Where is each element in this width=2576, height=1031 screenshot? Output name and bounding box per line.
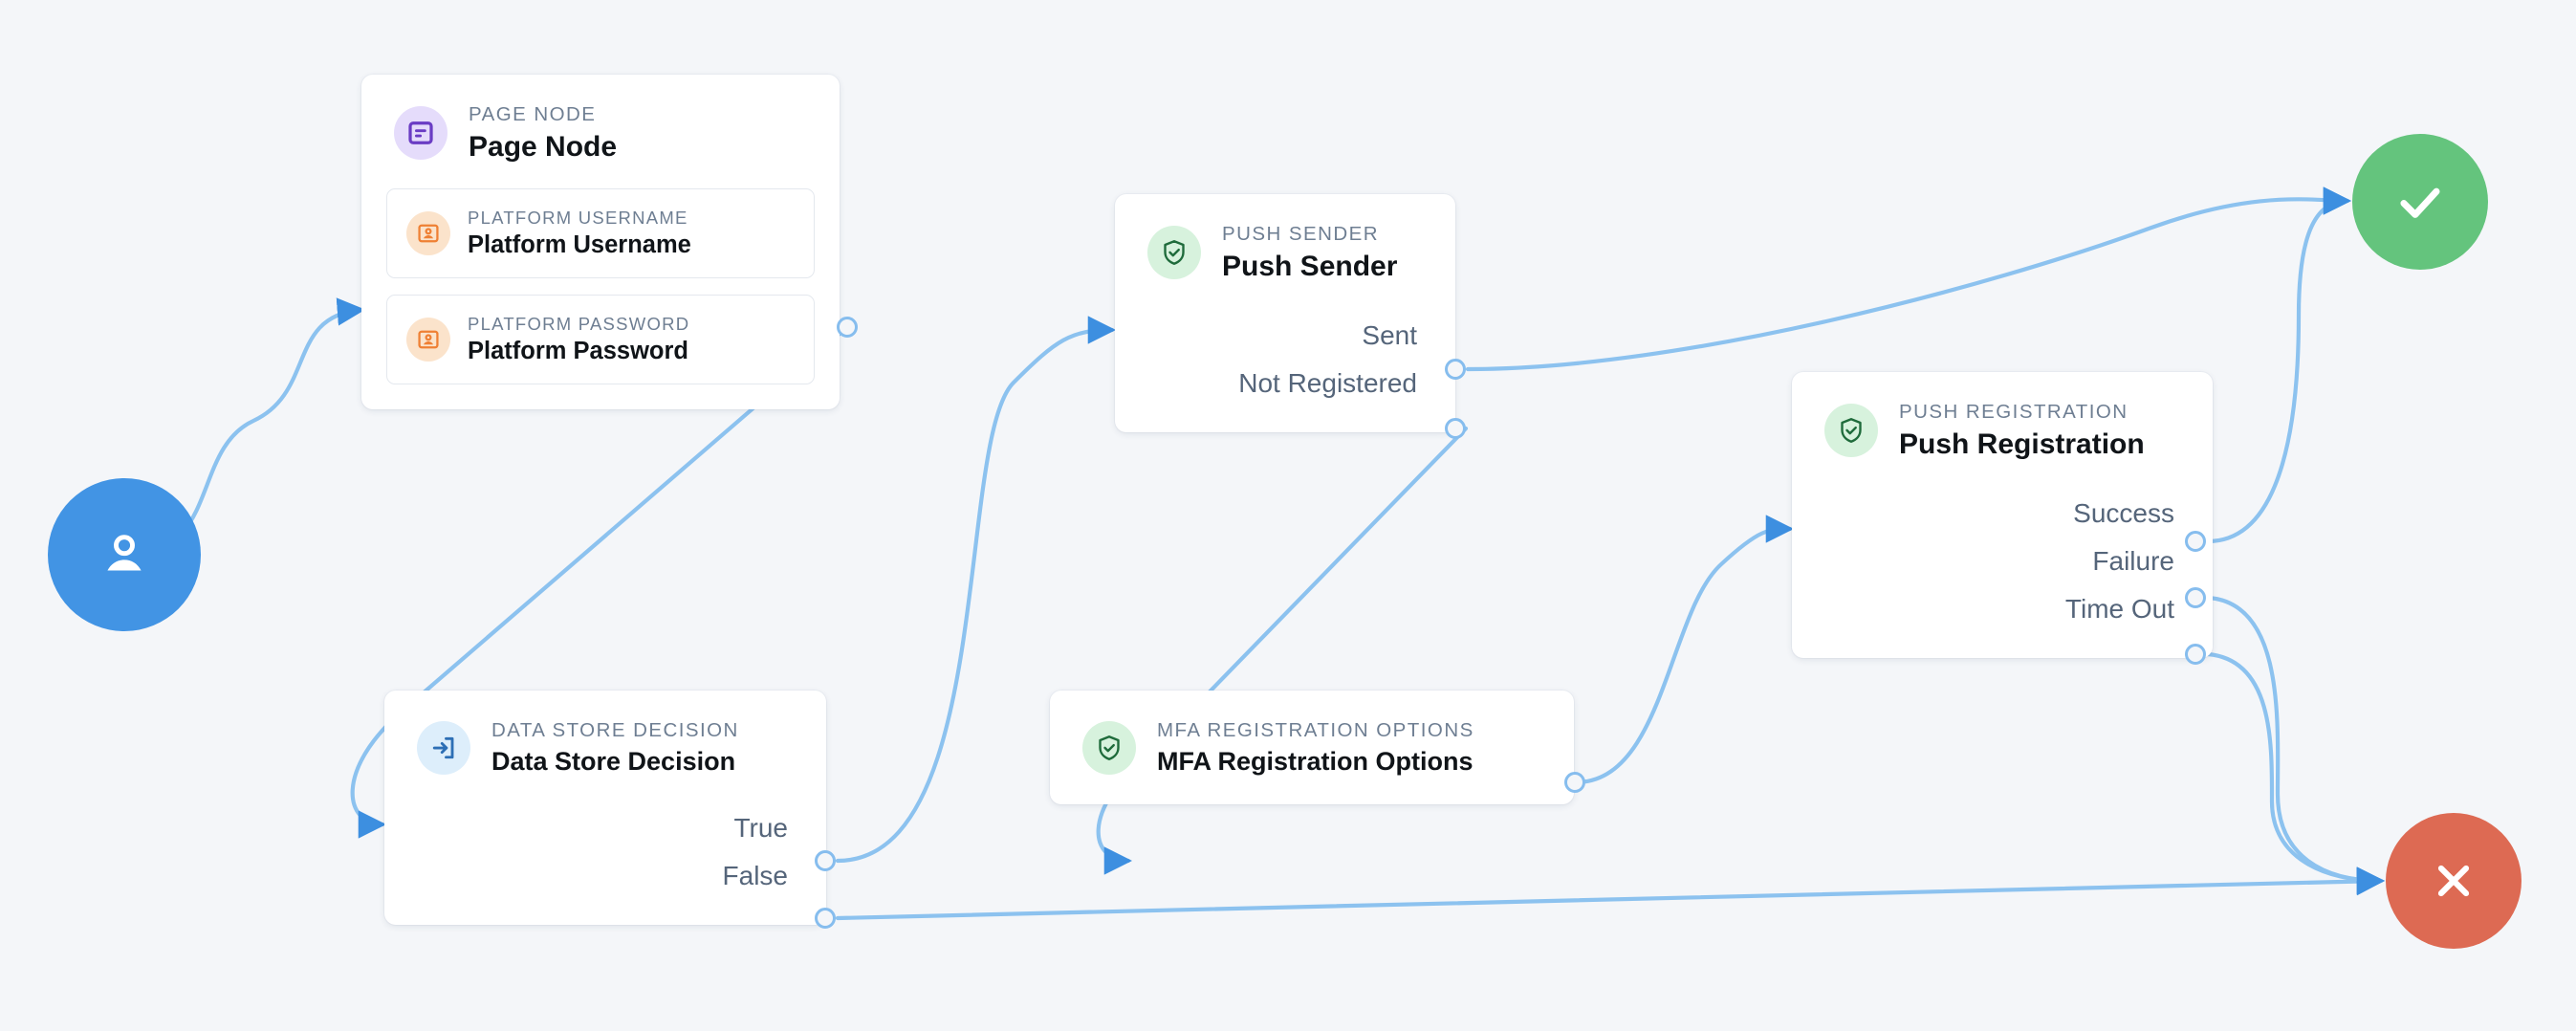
success-node[interactable] (2352, 134, 2488, 270)
output-time-out[interactable]: Time Out (2064, 593, 2174, 624)
push-registration-badge (1824, 404, 1878, 458)
node-data-store-decision[interactable]: DATA STORE DECISION Data Store Decision … (384, 691, 826, 926)
output-not-registered[interactable]: Not Registered (1238, 367, 1417, 398)
login-arrow-icon (432, 736, 454, 758)
page-node-fields: PLATFORM USERNAME Platform Username PLAT… (361, 187, 840, 409)
push-sender-outputs: Sent Not Registered (1115, 312, 1455, 432)
port-push-registration-time-out[interactable] (2185, 644, 2206, 665)
port-push-registration-failure[interactable] (2185, 587, 2206, 608)
output-sent[interactable]: Sent (1362, 319, 1417, 350)
page-node-badge (394, 106, 448, 161)
shield-check-icon (1164, 240, 1185, 266)
edge-timeout-to-failure-terminal (2205, 651, 2386, 895)
start-node[interactable] (48, 478, 201, 631)
port-page-node-username-output[interactable] (837, 317, 858, 338)
edge-false-to-failure (835, 866, 2386, 921)
data-store-decision-kicker: DATA STORE DECISION (491, 719, 739, 741)
node-mfa-registration-options[interactable]: MFA REGISTRATION OPTIONS MFA Registratio… (1050, 691, 1574, 805)
data-store-decision-title: Data Store Decision (491, 747, 736, 776)
node-page-node[interactable]: PAGE NODE Page Node PLATFORM USERNAME Pl… (361, 75, 840, 409)
data-store-decision-header: DATA STORE DECISION Data Store Decision (384, 691, 826, 804)
port-push-registration-success[interactable] (2185, 531, 2206, 552)
page-node-title: Page Node (469, 131, 618, 163)
push-registration-header: PUSH REGISTRATION Push Registration (1792, 372, 2213, 490)
edge-sent-to-success (1465, 186, 2352, 372)
close-icon (2437, 865, 2470, 897)
push-registration-kicker: PUSH REGISTRATION (1899, 401, 2128, 423)
contact-card-icon (418, 224, 439, 242)
port-push-sender-sent[interactable] (1445, 359, 1466, 380)
check-icon (2400, 187, 2440, 218)
platform-username-title: Platform Username (468, 230, 691, 258)
port-push-sender-not-registered[interactable] (1445, 418, 1466, 439)
output-true[interactable]: True (733, 813, 788, 844)
push-registration-title: Push Registration (1899, 428, 2145, 460)
platform-password-kicker: PLATFORM PASSWORD (468, 313, 690, 334)
contact-card-icon (418, 330, 439, 348)
field-platform-password[interactable]: PLATFORM PASSWORD Platform Password (386, 294, 815, 384)
page-icon (408, 121, 433, 145)
push-registration-outputs: Success Failure Time Out (1792, 490, 2213, 658)
edge-success-to-success-terminal (2205, 186, 2352, 544)
push-sender-kicker: PUSH SENDER (1222, 223, 1380, 245)
field-platform-username[interactable]: PLATFORM USERNAME Platform Username (386, 187, 815, 278)
node-push-sender[interactable]: PUSH SENDER Push Sender Sent Not Registe… (1115, 194, 1455, 432)
page-node-header: PAGE NODE Page Node (361, 75, 840, 188)
platform-password-title: Platform Password (468, 337, 688, 364)
mfa-registration-options-header: MFA REGISTRATION OPTIONS MFA Registratio… (1050, 691, 1574, 804)
push-sender-header: PUSH SENDER Push Sender (1115, 194, 1455, 312)
mfa-registration-options-kicker: MFA REGISTRATION OPTIONS (1157, 719, 1474, 741)
edge-mfa-to-push-registration (1573, 515, 1795, 785)
page-node-kicker: PAGE NODE (469, 103, 597, 125)
platform-password-badge (406, 317, 450, 362)
port-data-store-decision-true[interactable] (815, 850, 836, 871)
edge-failure-to-failure-terminal (2205, 595, 2386, 895)
output-failure[interactable]: Failure (2092, 545, 2174, 576)
user-icon (107, 535, 142, 571)
node-push-registration[interactable]: PUSH REGISTRATION Push Registration Succ… (1792, 372, 2213, 658)
failure-node[interactable] (2386, 813, 2521, 949)
mfa-registration-options-badge (1082, 720, 1136, 775)
shield-check-icon (1841, 418, 1862, 444)
platform-username-badge (406, 210, 450, 255)
push-sender-title: Push Sender (1222, 251, 1398, 282)
push-sender-badge (1147, 226, 1201, 280)
port-mfa-registration-options-output[interactable] (1564, 772, 1585, 793)
shield-check-icon (1099, 735, 1120, 760)
mfa-registration-options-title: MFA Registration Options (1157, 747, 1474, 776)
output-success[interactable]: Success (2073, 497, 2174, 528)
data-store-decision-outputs: True False (384, 804, 826, 925)
output-false[interactable]: False (722, 861, 788, 891)
port-data-store-decision-false[interactable] (815, 908, 836, 929)
platform-username-kicker: PLATFORM USERNAME (468, 207, 688, 228)
data-store-decision-badge (417, 720, 470, 775)
